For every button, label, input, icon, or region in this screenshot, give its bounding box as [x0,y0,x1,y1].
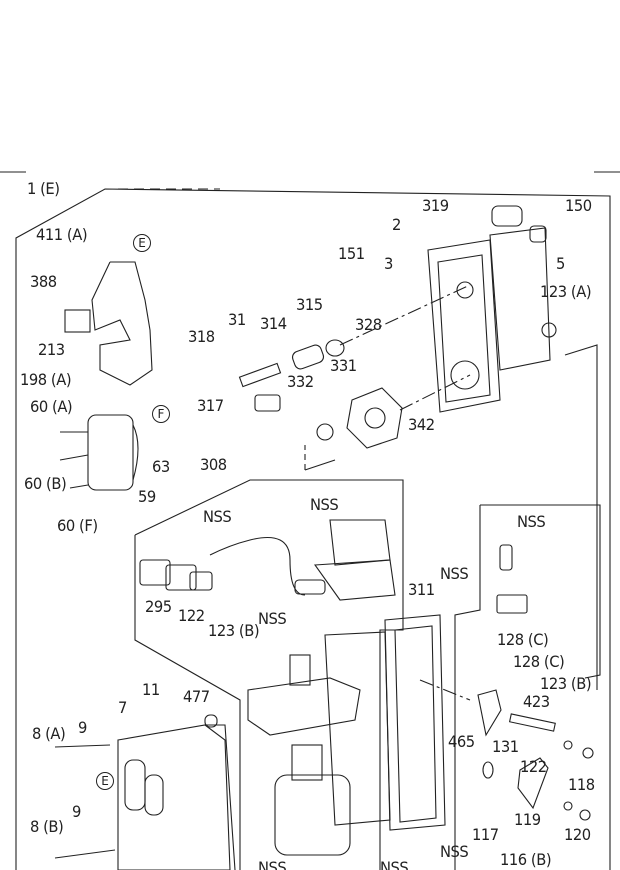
page-border-lines [0,171,620,870]
part-label: 465 [448,732,475,751]
part-label: 411 (A) [36,225,88,244]
part-label: 119 [514,810,541,829]
part-label: 317 [197,396,224,415]
part-label: 342 [408,415,435,434]
part-label: 123 (A) [540,282,592,301]
part-label: 328 [355,315,382,334]
part-label: 123 (B) [540,674,592,693]
part-label: 477 [183,687,210,706]
part-label: 311 [408,580,435,599]
part-label: 3 [384,254,393,273]
part-label: 423 [523,692,550,711]
harness-box-308 [134,479,404,870]
part-label: 120 [564,825,591,844]
part-label: 5 [556,254,565,273]
part-label: 128 (C) [497,630,549,649]
part-label: 2 [392,215,401,234]
part-label: 213 [38,340,65,359]
part-label: NSS [440,564,469,583]
part-label: NSS [517,512,546,531]
part-label: 131 [492,737,519,756]
part-label: 198 (A) [20,370,72,389]
part-label: 11 [142,680,160,699]
part-label: 332 [287,372,314,391]
part-label: 117 [472,825,499,844]
part-label: 9 [78,718,87,737]
cover-63 [59,414,139,491]
part-label: 308 [200,455,227,474]
part-label: NSS [203,507,232,526]
part-label: 315 [296,295,323,314]
cover-7 [54,714,236,870]
part-label: 9 [72,802,81,821]
part-label: 31 [228,310,246,329]
callout-circle: E [133,234,151,252]
part-label: 7 [118,698,127,717]
part-label: 8 (B) [30,817,64,836]
part-label: 122 [520,757,547,776]
part-label: 60 (B) [24,474,67,493]
part-label: 59 [138,487,156,506]
part-label: NSS [380,858,409,870]
housing-2 [427,205,557,413]
part-label: 295 [145,597,172,616]
part-label: 331 [330,356,357,375]
lever-parts [454,344,601,870]
part-label: 1 (E) [27,179,60,198]
part-label: 319 [422,196,449,215]
part-label: NSS [440,842,469,861]
callout-circle: F [152,405,170,423]
part-label: 60 (F) [57,516,98,535]
callout-circle: E [96,772,114,790]
part-label: NSS [310,495,339,514]
part-label: 8 (A) [32,724,66,743]
part-label: 116 (B) [500,850,552,869]
part-label: NSS [258,858,287,870]
spring-assembly [238,284,471,471]
part-label: 150 [565,196,592,215]
part-label: 118 [568,775,595,794]
part-label: 128 (C) [513,652,565,671]
bracket-198a [64,261,153,386]
part-label: 63 [152,457,170,476]
part-label: 388 [30,272,57,291]
part-label: 318 [188,327,215,346]
part-label: NSS [258,609,287,628]
part-label: 314 [260,314,287,333]
part-label: 123 (B) [208,621,260,640]
actuator-assembly [247,614,471,856]
part-label: 122 [178,606,205,625]
part-label: 151 [338,244,365,263]
part-label: 60 (A) [30,397,73,416]
